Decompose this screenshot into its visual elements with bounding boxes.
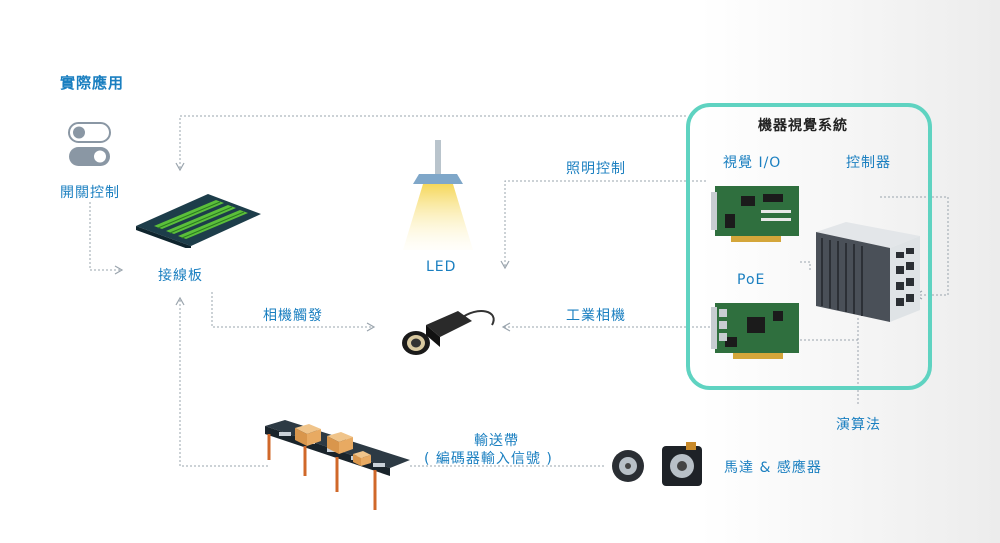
machine-vision-title: 機器視覺系統: [758, 118, 848, 134]
lighting-control-label: 照明控制: [566, 161, 626, 177]
algorithm-label: 演算法: [836, 417, 881, 433]
controller-image: [816, 222, 920, 326]
vision-io-card-image: [711, 186, 801, 252]
camera-trigger-label: 相機觸發: [263, 308, 323, 324]
motor-sensor-label: 馬達 & 感應器: [724, 460, 822, 476]
poe-card-image: [711, 303, 801, 369]
led-label: LED: [426, 259, 457, 275]
terminal-board-label: 接線板: [158, 268, 203, 284]
motor-image: [606, 442, 706, 492]
led-lamp-image: [403, 140, 473, 256]
conveyor-label: 輸送帶: [474, 433, 519, 449]
industrial-camera-image: [398, 303, 498, 367]
poe-label: PoE: [737, 272, 766, 288]
machine-vision-system-box: [686, 103, 932, 390]
toggle-switch-icon[interactable]: [68, 122, 112, 172]
switch-control-label: 開關控制: [60, 185, 120, 201]
terminal-board-image: [136, 188, 261, 252]
conveyor-belt-image: [265, 420, 410, 519]
page-title: 實際應用: [60, 74, 125, 92]
industrial-camera-label: 工業相機: [566, 308, 626, 324]
vision-io-label: 視覺 I/O: [723, 155, 782, 171]
controller-label: 控制器: [846, 155, 891, 171]
encoder-input-label: ( 編碼器輸入信號 ): [424, 451, 553, 467]
